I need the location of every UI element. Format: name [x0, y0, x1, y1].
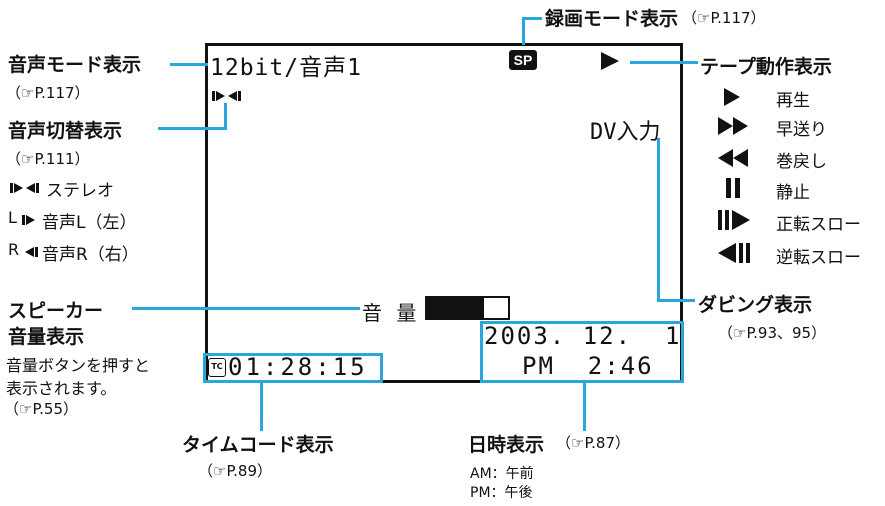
datetime-ref: （☞P.87） — [556, 434, 631, 452]
audio-switch-ref: （☞P.111） — [6, 150, 90, 168]
timecode-ref: （☞P.89） — [198, 462, 273, 480]
tape-item-rew-label: 巻戻し — [776, 152, 827, 172]
stereo-indicator-icon — [212, 91, 241, 101]
audio-switch-leader-h — [158, 127, 226, 130]
rec-mode-leader — [522, 18, 525, 45]
audio-mode-leader — [170, 63, 208, 66]
audio-item-left-prefix: L — [8, 208, 17, 227]
volume-bar-fill — [427, 298, 484, 318]
tape-op-leader — [630, 61, 698, 64]
datetime-pm: PM：午後 — [470, 485, 533, 501]
tape-item-ff-label: 早送り — [776, 120, 827, 140]
rec-mode-leader-h — [522, 17, 542, 20]
audio-mode-title: 音声モード表示 — [8, 54, 142, 76]
speaker-title-line1: スピーカー — [8, 300, 104, 322]
slow-reverse-icon — [718, 243, 750, 263]
speaker-desc-line2: 表示されます。 — [6, 379, 117, 398]
audio-mode-ref: （☞P.117） — [6, 84, 90, 102]
volume-label: 音 量 — [362, 301, 421, 325]
tape-op-title: テープ動作表示 — [700, 56, 832, 78]
input-indicator: DV入力 — [590, 120, 661, 145]
audio-right-icon — [25, 247, 38, 257]
audio-item-right-label: 音声R（右） — [42, 245, 139, 265]
pause-icon — [726, 178, 740, 198]
audio-item-right-prefix: R — [8, 240, 20, 259]
timecode-readout: 01:28:15 — [228, 353, 368, 381]
tape-item-slowrev-label: 逆転スロー — [776, 248, 861, 268]
fast-forward-icon — [718, 117, 748, 135]
datetime-leader — [583, 383, 586, 431]
stereo-icon — [10, 183, 39, 193]
timecode-title: タイムコード表示 — [182, 434, 334, 456]
speaker-desc-line1: 音量ボタンを押すと — [6, 356, 151, 375]
speaker-ref: （☞P.55） — [4, 400, 79, 418]
tape-item-pause-label: 静止 — [776, 183, 810, 203]
audio-switch-title: 音声切替表示 — [8, 120, 123, 142]
slow-forward-icon — [718, 210, 750, 230]
audio-switch-leader-v — [224, 103, 227, 130]
timecode-box — [203, 353, 383, 383]
tape-item-play-label: 再生 — [776, 91, 810, 111]
play-icon — [724, 88, 740, 106]
dubbing-leader-v — [657, 138, 660, 301]
dubbing-title: ダビング表示 — [698, 294, 813, 316]
dubbing-ref: （☞P.93、95） — [718, 324, 827, 342]
datetime-box — [480, 321, 684, 383]
audio-item-left-label: 音声L（左） — [42, 213, 137, 233]
rec-mode-title: 録画モード表示 — [545, 8, 679, 30]
audio-item-stereo-label: ステレオ — [46, 181, 114, 201]
tc-badge-text: TC — [211, 362, 223, 371]
rec-mode-badge: SP — [509, 50, 537, 70]
play-indicator-icon — [601, 52, 619, 70]
speaker-title-line2: 音量表示 — [8, 326, 85, 348]
audio-left-icon — [22, 215, 35, 225]
dubbing-leader-h — [657, 299, 695, 302]
volume-bar — [425, 296, 510, 320]
tc-badge: TC — [208, 358, 226, 377]
rewind-icon — [718, 149, 748, 167]
screen-frame — [205, 43, 683, 383]
timecode-leader — [260, 383, 263, 431]
speaker-leader — [132, 307, 360, 310]
rec-mode-ref: （☞P.117） — [682, 9, 766, 27]
audio-mode-readout: 12bit/音声1 — [210, 55, 362, 81]
date-readout: 2003. 12. 1 — [484, 322, 682, 350]
rec-mode-badge-text: SP — [513, 52, 533, 68]
time-readout: PM 2:46 — [522, 352, 654, 380]
datetime-title: 日時表示 — [468, 434, 545, 456]
datetime-am: AM：午前 — [470, 466, 534, 482]
tape-item-slowfwd-label: 正転スロー — [776, 215, 861, 235]
